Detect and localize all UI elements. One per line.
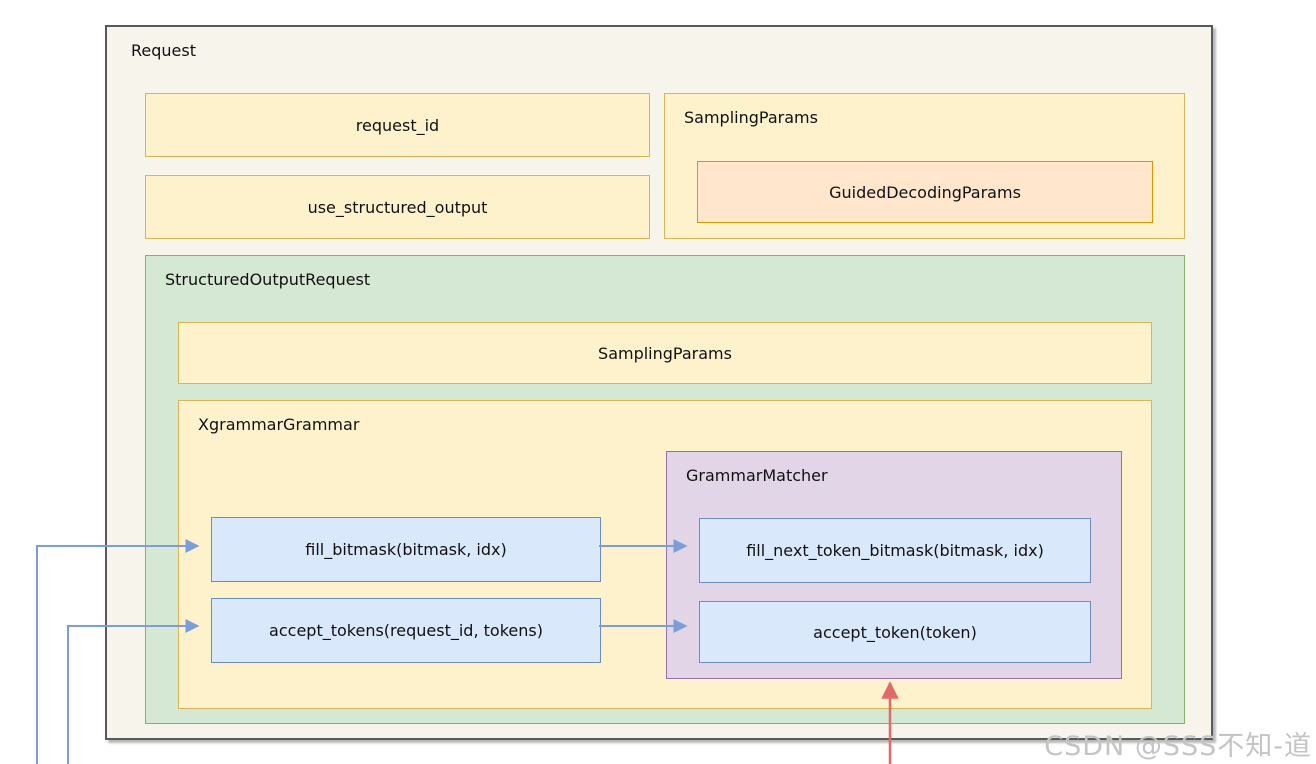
xgrammar-grammar-label: XgrammarGrammar — [198, 415, 360, 434]
inner-sampling-params-label: SamplingParams — [598, 343, 732, 363]
request-label: Request — [131, 41, 196, 60]
sampling-params-container: SamplingParams GuidedDecodingParams — [664, 93, 1185, 239]
watermark: CSDN @SSS不知-道 — [1044, 731, 1312, 762]
fill-next-token-bitmask-box: fill_next_token_bitmask(bitmask, idx) — [699, 518, 1091, 583]
grammar-matcher-container: GrammarMatcher fill_next_token_bitmask(b… — [666, 451, 1122, 679]
request-id-box: request_id — [145, 93, 650, 157]
use-structured-output-label: use_structured_output — [307, 197, 488, 217]
grammar-matcher-label: GrammarMatcher — [686, 466, 828, 485]
structured-output-request-container: StructuredOutputRequest SamplingParams X… — [145, 255, 1185, 724]
xgrammar-grammar-container: XgrammarGrammar fill_bitmask(bitmask, id… — [178, 400, 1152, 709]
accept-token-label: accept_token(token) — [813, 622, 977, 642]
guided-decoding-params-label: GuidedDecodingParams — [829, 182, 1021, 202]
use-structured-output-box: use_structured_output — [145, 175, 650, 239]
accept-token-box: accept_token(token) — [699, 601, 1091, 663]
accept-tokens-box: accept_tokens(request_id, tokens) — [211, 598, 601, 663]
request-container: Request request_id use_structured_output… — [105, 25, 1213, 740]
inner-sampling-params-box: SamplingParams — [178, 322, 1152, 384]
request-id-label: request_id — [355, 115, 440, 135]
sampling-params-label: SamplingParams — [684, 108, 818, 127]
accept-tokens-label: accept_tokens(request_id, tokens) — [269, 621, 543, 640]
guided-decoding-params-box: GuidedDecodingParams — [697, 161, 1153, 223]
fill-next-token-bitmask-label: fill_next_token_bitmask(bitmask, idx) — [746, 541, 1044, 560]
fill-bitmask-label: fill_bitmask(bitmask, idx) — [305, 540, 507, 559]
structured-output-request-label: StructuredOutputRequest — [165, 270, 371, 289]
fill-bitmask-box: fill_bitmask(bitmask, idx) — [211, 517, 601, 582]
